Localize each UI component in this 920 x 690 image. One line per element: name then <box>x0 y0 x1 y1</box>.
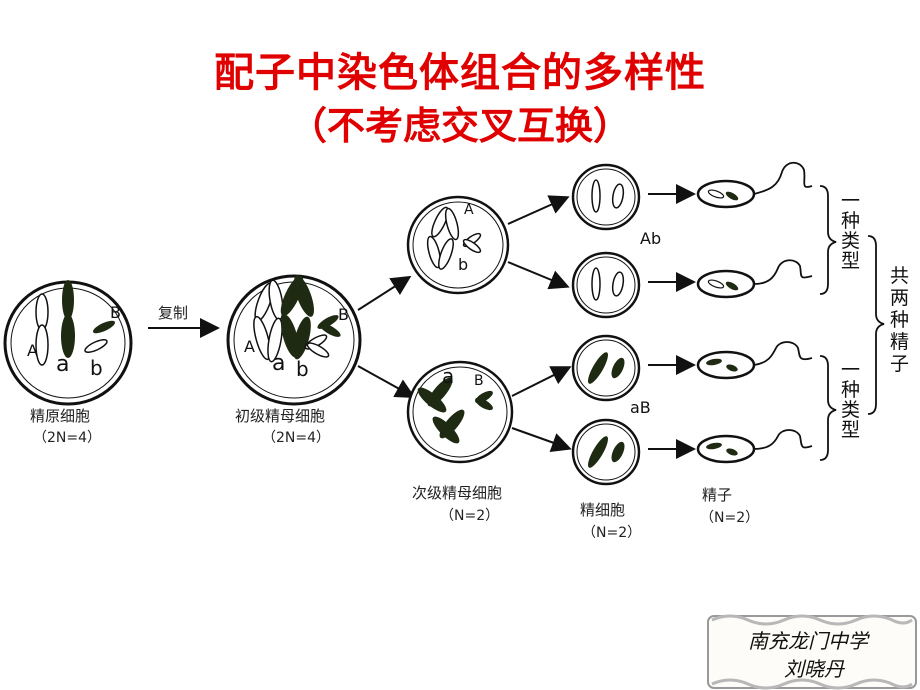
gene-A-2: A <box>244 337 255 356</box>
gene-A-1: A <box>27 341 38 360</box>
gene-a-1: a <box>56 352 69 377</box>
sperm-4 <box>696 429 813 464</box>
svg-text:共两种精子: 共两种精子 <box>890 265 909 375</box>
secondary-spermatocyte-bottom <box>406 360 514 464</box>
spermatid-3 <box>571 334 641 402</box>
label-secondary-n: （N=2） <box>440 508 499 524</box>
label-sperm-n: （N=2） <box>700 510 759 526</box>
title-line2: （不考虑交叉互换） <box>288 104 631 148</box>
label-spermatid-n: （N=2） <box>582 525 641 541</box>
bracket-total <box>867 235 885 415</box>
svg-text:一种类型: 一种类型 <box>841 359 860 441</box>
spermatid-4 <box>571 418 641 486</box>
label-spermatid: 精细胞 <box>580 501 625 519</box>
secondary-spermatocyte-top <box>406 195 510 295</box>
bracket-bottom <box>819 355 837 461</box>
label-replicate: 复制 <box>158 304 188 322</box>
arrow-sec2-to-spt3 <box>511 366 572 397</box>
arrow-primary-to-secondary-top <box>357 275 412 311</box>
label-two-types: 共两种精子 <box>890 265 909 375</box>
gene-aB: aB <box>630 398 651 417</box>
spermatid-1 <box>571 163 641 231</box>
arrow-sec2-to-spt4 <box>511 427 572 453</box>
label-primary: 初级精母细胞 <box>235 407 325 425</box>
sperm-2 <box>696 259 813 299</box>
arrow-sec1-to-spt2 <box>507 261 570 290</box>
svg-text:一种类型: 一种类型 <box>841 190 860 272</box>
gene-b-1: b <box>90 356 103 380</box>
gene-b-3: b <box>458 255 468 274</box>
stamp-line1: 南充龙门中学 <box>748 629 870 653</box>
label-secondary: 次级精母细胞 <box>412 484 502 502</box>
label-one-type-bottom: 一种类型 <box>841 359 860 441</box>
sperm-1 <box>696 161 813 209</box>
gene-a-2: a <box>272 351 285 376</box>
spermatid-2 <box>571 251 641 319</box>
label-spermatogonium: 精原细胞 <box>30 407 90 425</box>
gene-b-2: b <box>296 357 309 381</box>
primary-spermatocyte-cell <box>226 274 362 406</box>
stamp-line2: 刘晓丹 <box>784 657 845 681</box>
gene-B-1: B <box>110 303 121 322</box>
spermatogonium-cell <box>3 280 133 406</box>
author-stamp: 南充龙门中学 刘晓丹 <box>707 614 917 690</box>
gene-B-4: B <box>474 373 484 389</box>
arrow-primary-to-secondary-bottom <box>357 365 416 398</box>
gene-B-2: B <box>338 305 349 324</box>
gene-a-4: a <box>442 364 454 388</box>
label-one-type-top: 一种类型 <box>841 190 860 272</box>
title-line1: 配子中染色体组合的多样性 <box>214 50 706 96</box>
sperm-3 <box>696 341 813 380</box>
gene-Ab: Ab <box>640 229 661 248</box>
label-sperm: 精子 <box>702 486 732 504</box>
label-primary-n: （2N=4） <box>262 430 330 446</box>
bracket-top <box>819 185 837 295</box>
label-spermatogonium-n: （2N=4） <box>33 430 101 446</box>
gene-A-3: A <box>464 202 474 218</box>
arrow-sec1-to-spt1 <box>507 195 570 225</box>
